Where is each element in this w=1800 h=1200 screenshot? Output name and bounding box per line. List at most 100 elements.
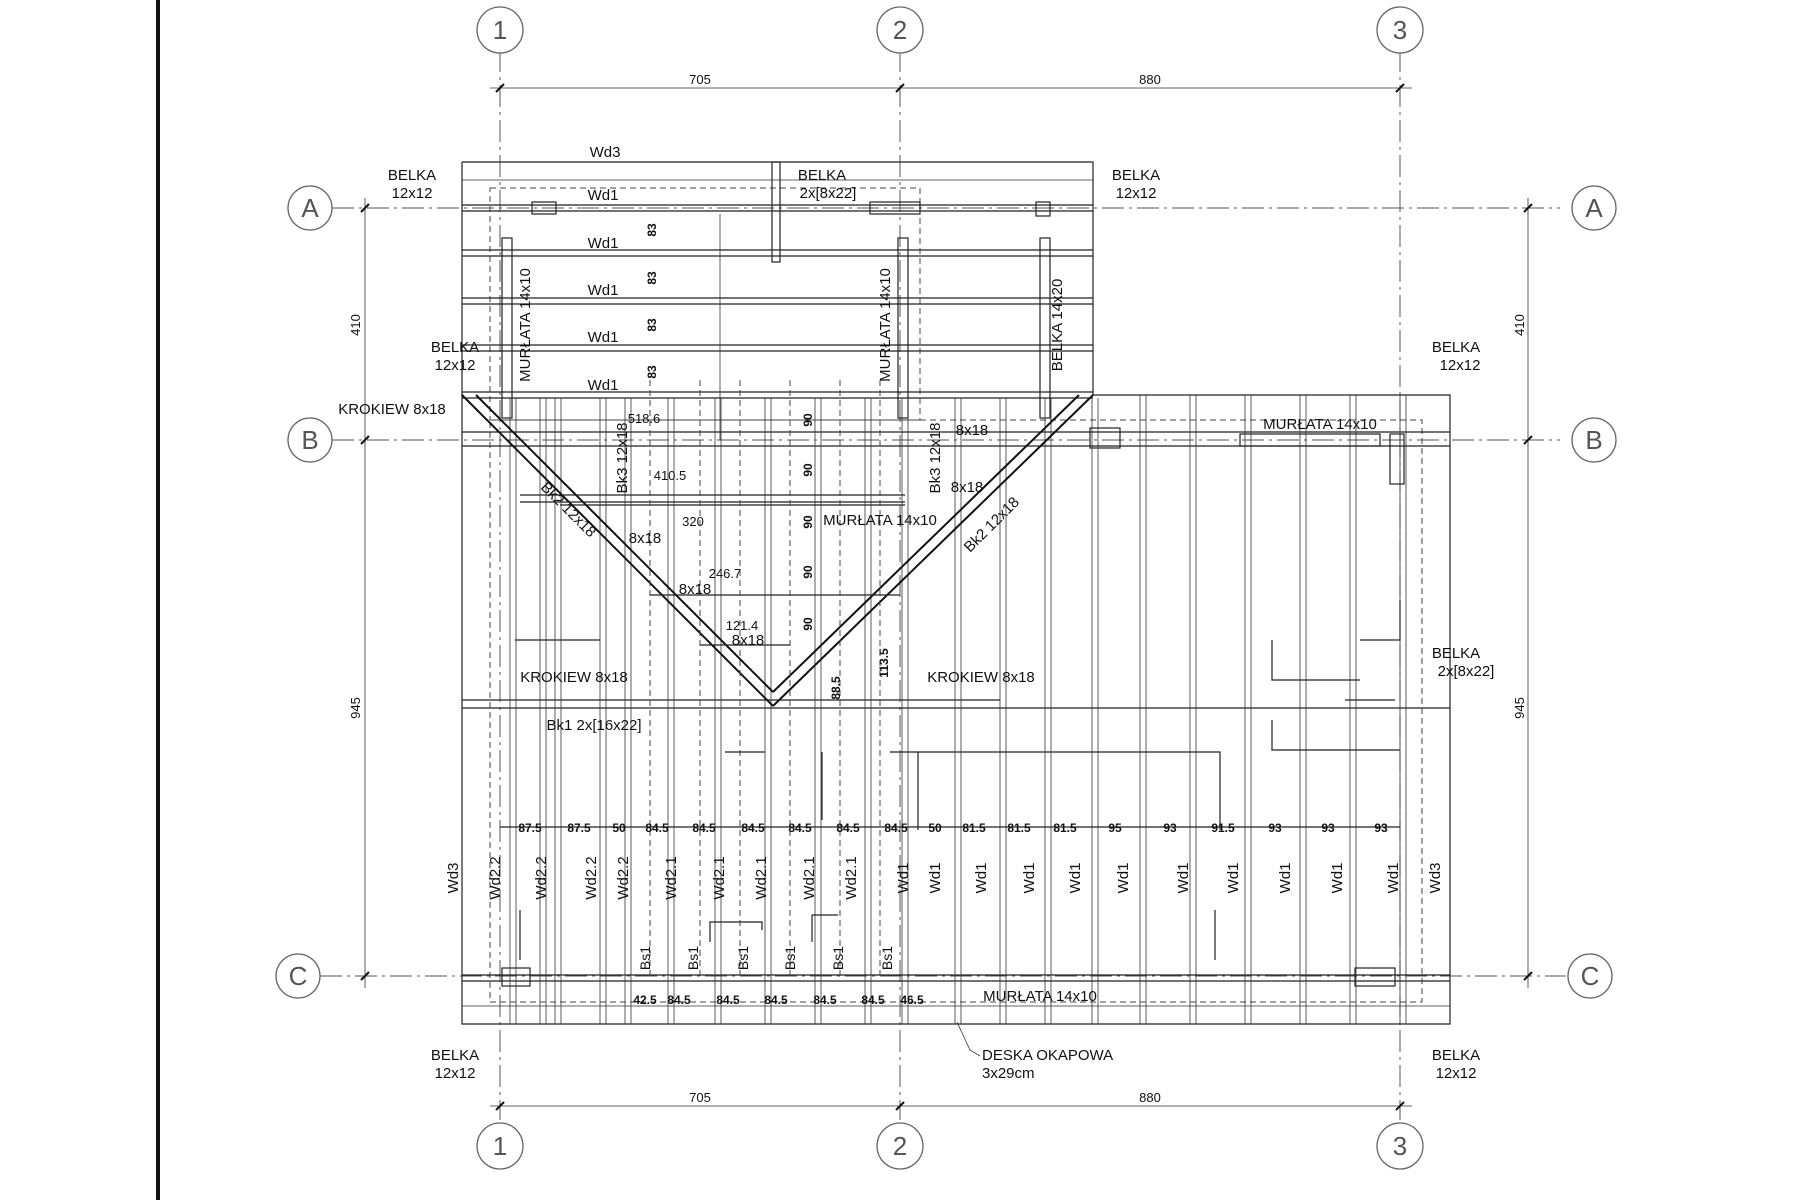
label-belka-ml-size: 12x12 [435,357,476,374]
horizontal-joists [462,204,1093,399]
wd-column-label: Wd2.2 [615,856,632,899]
axis-label: B [301,425,318,455]
axis-label: B [1585,425,1602,455]
label-wd1-row: Wd1 [588,282,619,299]
spacing-label: 84.5 [788,821,812,835]
axis-label: A [1585,193,1603,223]
label-belka-ml: BELKA [431,339,479,356]
spacing-label: 81.5 [1007,821,1031,835]
label-bk3-left: Bk3 12x18 [614,423,631,494]
label-belka-tl-size: 12x12 [392,185,433,202]
axis-label: C [1581,961,1600,991]
spacing-label: 84.5 [645,821,669,835]
bs1-label: Bs1 [735,946,751,970]
axis-lines [320,50,1566,1120]
label-spacing-83: 83 [645,271,659,285]
label-krokiew-right: KROKIEW 8x18 [927,669,1035,686]
label-belka-tr-size: 12x12 [1116,185,1157,202]
axis-bubble-3-bottom: 3 [1376,1122,1424,1170]
label-belka-br: BELKA [1432,1047,1480,1064]
dim-right-b-c: 945 [1512,697,1527,719]
wd-column-label: Wd2.1 [801,856,818,899]
label-small-dim: 410.5 [654,468,687,483]
label-wd1-row: Wd1 [588,187,619,204]
label-bk1: Bk1 2x[16x22] [546,717,641,734]
label-dim-88: 88.5 [829,676,843,700]
label-belka-mr: BELKA [1432,339,1480,356]
spacing-label: 87.5 [518,821,542,835]
dim-left-a-b: 410 [348,314,363,336]
axis-bubble-a-right: A [1571,185,1617,231]
label-bk2-right: Bk2 12x18 [961,494,1023,556]
wd-column-label: Wd2.1 [753,856,770,899]
spacing-label: 81.5 [962,821,986,835]
label-spacing-90: 90 [801,413,815,427]
eave-dim-label: 84.5 [716,993,740,1007]
axis-bubble-2-bottom: 2 [876,1122,924,1170]
eave-dim-label: 84.5 [764,993,788,1007]
label-spacing-90: 90 [801,463,815,477]
wd-column-label: Wd1 [973,863,990,894]
wd-column-label: Wd1 [1225,863,1242,894]
wd-column-label: Wd2.2 [533,856,550,899]
label-deska: DESKA OKAPOWA [982,1047,1113,1064]
spacing-label: 87.5 [567,821,591,835]
axis-label: 1 [493,15,507,45]
axis-label: 2 [893,1131,907,1161]
label-deska-size: 3x29cm [982,1065,1035,1082]
label-spacing-90: 90 [801,515,815,529]
eave-dim-label: 84.5 [861,993,885,1007]
label-spacing-90: 90 [801,617,815,631]
labels: Wd3 BELKA 12x12 BELKA 2x[8x22] BELKA 12x… [338,144,1494,1082]
spacing-label: 93 [1163,821,1177,835]
eave-dim-label: 84.5 [813,993,837,1007]
label-belka-bl: BELKA [431,1047,479,1064]
axis-bubbles: 1 2 3 1 2 3 A A B B C C [275,6,1617,1170]
wd-column-label: Wd3 [1427,863,1444,894]
wd-column-label: Wd1 [1175,863,1192,894]
wd-column-label: Wd1 [1385,863,1402,894]
wd-column-label: Wd1 [1277,863,1294,894]
wd-column-label: Wd1 [1115,863,1132,894]
bs1-label: Bs1 [685,946,701,970]
wd-column-label: Wd1 [895,863,912,894]
axis-label: 3 [1393,1131,1407,1161]
axis-label: 3 [1393,15,1407,45]
hip-detail-lines [649,380,881,980]
label-belka-r2-size: 2x[8x22] [1438,663,1495,680]
wd-column-label: Wd1 [1021,863,1038,894]
spacing-label: 50 [612,821,626,835]
spacing-label: 84.5 [884,821,908,835]
eave-dim-label: 84.5 [667,993,691,1007]
label-8x18: 8x18 [732,632,765,649]
label-8x18: 8x18 [629,530,662,547]
eave-dim-label: 46.5 [900,993,924,1007]
label-dim-113: 113.5 [877,648,891,678]
axis-bubble-c-left: C [275,953,321,999]
label-belka-bl-size: 12x12 [435,1065,476,1082]
label-wd1-row: Wd1 [588,235,619,252]
label-8x18: 8x18 [679,581,712,598]
wd-column-label: Wd1 [927,863,944,894]
axis-label: 2 [893,15,907,45]
label-spacing-83: 83 [645,223,659,237]
label-small-dim: 121.4 [726,618,759,633]
wd-column-label: Wd2.1 [711,856,728,899]
label-8x18: 8x18 [951,479,984,496]
wd-column-label: Wd3 [445,863,462,894]
dim-right-a-b: 410 [1512,314,1527,336]
label-belka-tl: BELKA [388,167,436,184]
spacing-label: 84.5 [836,821,860,835]
axis-label: 1 [493,1131,507,1161]
bs1-label: Bs1 [830,946,846,970]
label-small-dim: 320 [682,514,704,529]
label-murlata-v2: MURŁATA 14x10 [877,268,894,382]
dim-bottom-1-2: 705 [689,1090,711,1105]
label-bk3-right: Bk3 12x18 [927,423,944,494]
spacing-label: 50 [928,821,942,835]
plates [462,427,1450,987]
